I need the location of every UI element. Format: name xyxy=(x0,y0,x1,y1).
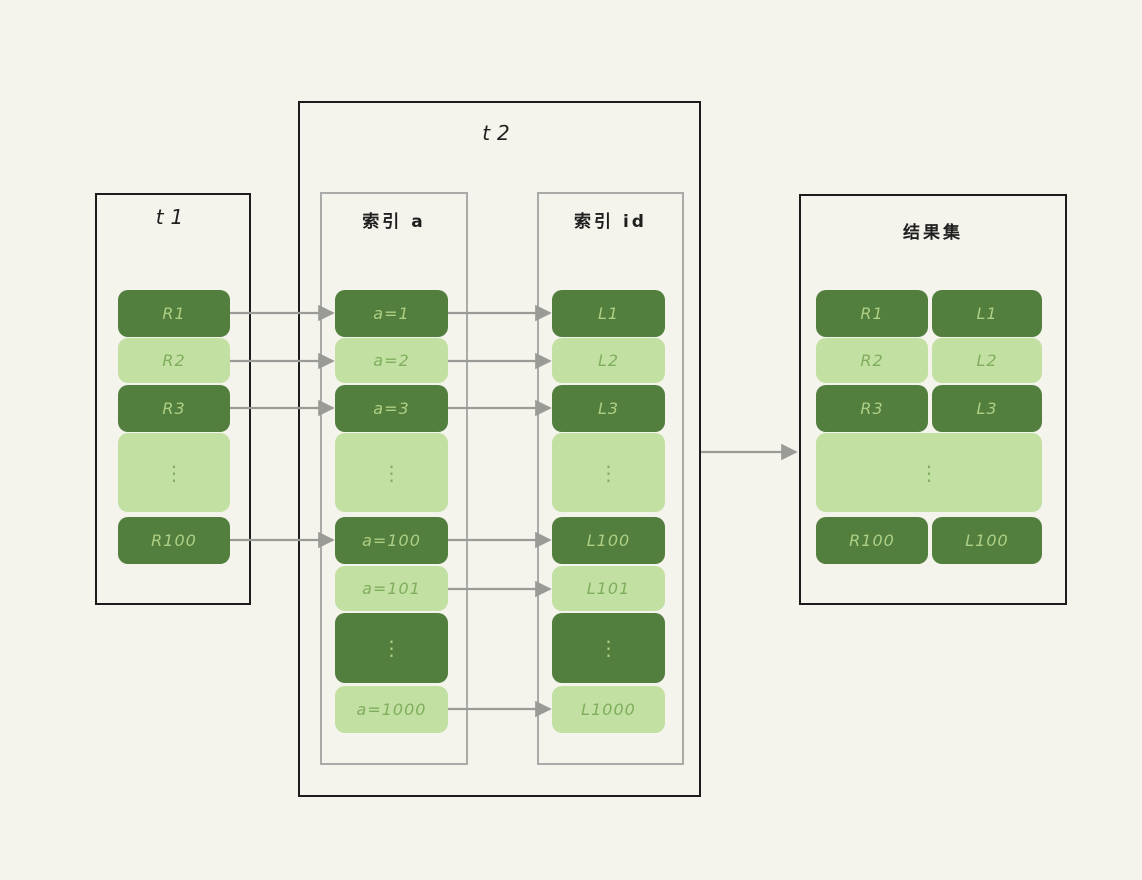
result-set-title: 结果集 xyxy=(903,223,963,243)
index-id-row: L1 xyxy=(552,290,665,337)
table-t1-box: t1 xyxy=(95,193,251,605)
index-a-box: 索引 a xyxy=(320,192,468,765)
t1-row: R3 xyxy=(118,385,230,432)
t2-title: t2 xyxy=(482,121,517,145)
index-id-row: L2 xyxy=(552,338,665,383)
index-a-row: a=101 xyxy=(335,566,448,611)
index-id-row: L101 xyxy=(552,566,665,611)
index-id-row: L100 xyxy=(552,517,665,564)
result-row-right: L3 xyxy=(932,385,1042,432)
table-t2-box: t2 xyxy=(298,101,701,797)
result-set-box: 结果集 xyxy=(799,194,1067,605)
result-row-left: R3 xyxy=(816,385,928,432)
index-a-row: a=1000 xyxy=(335,686,448,733)
result-row-right: L100 xyxy=(932,517,1042,564)
index-id-row: L1000 xyxy=(552,686,665,733)
index-a-row: a=1 xyxy=(335,290,448,337)
result-row-right: L1 xyxy=(932,290,1042,337)
t1-row: R100 xyxy=(118,517,230,564)
index-id-title: 索引 id xyxy=(574,212,647,232)
t1-row: R2 xyxy=(118,338,230,383)
result-row-left: R100 xyxy=(816,517,928,564)
result-row-left: R1 xyxy=(816,290,928,337)
t1-title: t1 xyxy=(155,205,191,229)
index-a-row: a=3 xyxy=(335,385,448,432)
index-id-ellipsis-row: ⋮ xyxy=(552,613,665,683)
index-a-ellipsis-row: ⋮ xyxy=(335,613,448,683)
t1-ellipsis-row: ⋮ xyxy=(118,433,230,512)
result-row-right: L2 xyxy=(932,338,1042,383)
index-a-row: a=100 xyxy=(335,517,448,564)
result-row-left: R2 xyxy=(816,338,928,383)
index-id-ellipsis-row: ⋮ xyxy=(552,433,665,512)
index-id-box: 索引 id xyxy=(537,192,684,765)
index-a-row: a=2 xyxy=(335,338,448,383)
index-a-title: 索引 a xyxy=(362,212,426,232)
t1-row: R1 xyxy=(118,290,230,337)
index-a-ellipsis-row: ⋮ xyxy=(335,433,448,512)
result-ellipsis-row: ⋮ xyxy=(816,433,1042,512)
index-id-row: L3 xyxy=(552,385,665,432)
